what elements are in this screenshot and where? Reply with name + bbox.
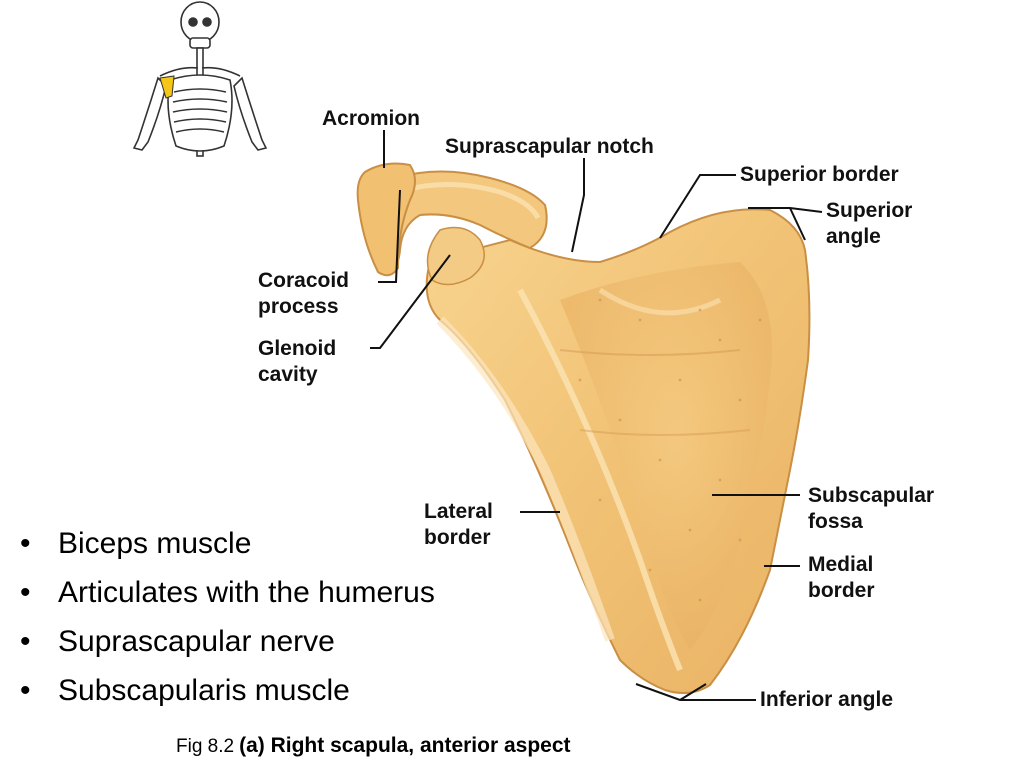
- label-coracoid-line2: process: [258, 295, 339, 318]
- label-lateral-border-line1: Lateral: [424, 500, 493, 523]
- label-medial-border-line2: border: [808, 579, 875, 602]
- bullet-item: • Biceps muscle: [20, 519, 435, 568]
- bullet-item: • Subscapularis muscle: [20, 666, 435, 715]
- label-subscapular-fossa-line1: Subscapular: [808, 484, 935, 507]
- label-glenoid-line1: Glenoid: [258, 337, 337, 360]
- skeleton-locator-icon: [132, 1, 268, 157]
- label-lateral-border-line2: border: [424, 526, 491, 549]
- leader-coracoid: [378, 189, 401, 283]
- bullet-item: • Suprascapular nerve: [20, 617, 435, 666]
- bullet-text: Biceps muscle: [58, 527, 252, 560]
- subscapular-fossa-region: [560, 262, 772, 650]
- label-glenoid-line2: cavity: [258, 363, 318, 386]
- bullet-dot: •: [20, 527, 31, 560]
- label-suprascapular-notch: Suprascapular notch: [445, 135, 654, 158]
- leader-superior-border: [659, 174, 736, 239]
- leader-glenoid: [370, 254, 451, 349]
- leader-suprascapular-notch: [571, 158, 585, 253]
- bullet-text: Suprascapular nerve: [58, 625, 335, 658]
- bullet-text: Subscapularis muscle: [58, 674, 350, 707]
- bullet-item: • Articulates with the humerus: [20, 568, 435, 617]
- glenoid-neck: [426, 226, 485, 286]
- figure-caption: Fig 8.2(a) Right scapula, anterior aspec…: [176, 734, 571, 758]
- bullet-dot: •: [20, 674, 31, 707]
- label-superior-border: Superior border: [740, 163, 899, 186]
- bullet-dot: •: [20, 576, 31, 609]
- label-coracoid-line1: Coracoid: [258, 269, 350, 292]
- bullet-dot: •: [20, 625, 31, 658]
- caption-prefix: Fig 8.2: [176, 736, 235, 757]
- label-acromion: Acromion: [322, 107, 421, 130]
- label-medial-border-line1: Medial: [808, 553, 874, 576]
- leader-inferior-angle: [635, 683, 756, 701]
- label-superior-angle-line1: Superior: [826, 199, 913, 222]
- highlighted-scapula: [159, 75, 175, 99]
- leader-superior-angle: [748, 207, 823, 241]
- caption-text: (a) Right scapula, anterior aspect: [239, 734, 571, 757]
- bullet-text: Articulates with the humerus: [58, 576, 435, 609]
- bullet-list: • Biceps muscle • Articulates with the hum…: [20, 519, 435, 715]
- label-superior-angle-line2: angle: [826, 225, 881, 248]
- label-inferior-angle: Inferior angle: [760, 688, 894, 711]
- label-subscapular-fossa-line2: fossa: [808, 510, 863, 533]
